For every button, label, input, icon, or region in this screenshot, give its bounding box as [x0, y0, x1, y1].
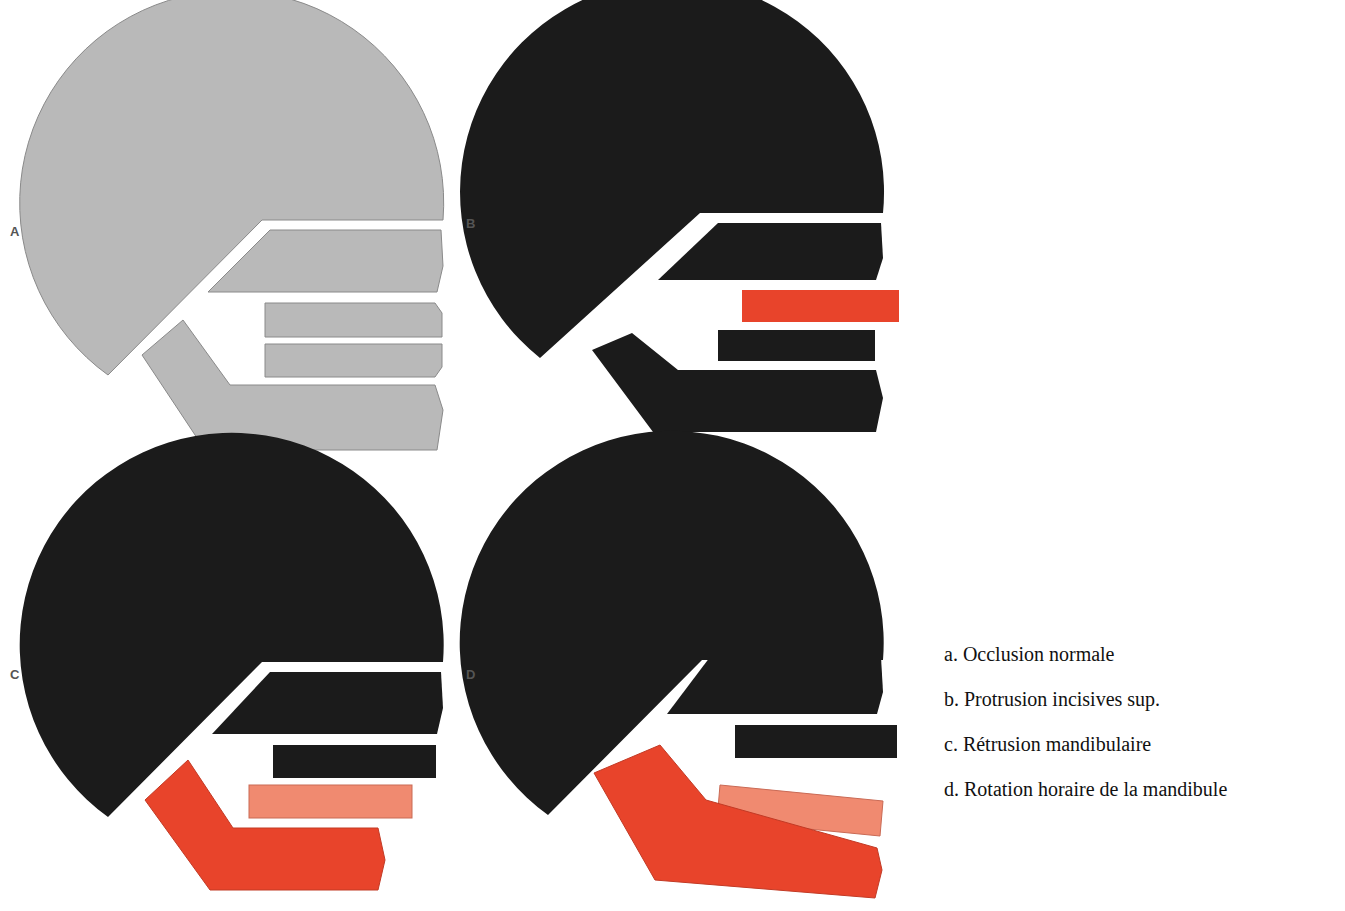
maxilla	[667, 657, 883, 714]
caption-item: d. Rotation horaire de la mandibule	[944, 778, 1227, 801]
cranium	[20, 433, 444, 817]
maxilla	[208, 230, 443, 292]
panel-d	[460, 431, 897, 898]
upper-incisors	[742, 290, 899, 322]
lower-incisors	[265, 344, 442, 377]
cranium	[20, 0, 444, 375]
mandible	[145, 760, 385, 890]
panel-letter: C	[10, 667, 19, 682]
maxilla	[212, 672, 443, 734]
caption-item: b. Protrusion incisives sup.	[944, 688, 1160, 711]
mandible	[142, 320, 443, 450]
upper-incisors	[735, 725, 897, 758]
panel-c	[20, 433, 444, 890]
panel-letter: D	[466, 667, 475, 682]
caption-item: a. Occlusion normale	[944, 643, 1115, 666]
panel-letter: A	[10, 224, 19, 239]
caption-item: c. Rétrusion mandibulaire	[944, 733, 1151, 756]
upper-incisors	[273, 745, 436, 778]
mandible	[592, 333, 883, 432]
lower-incisors	[249, 785, 412, 818]
mandible	[594, 745, 882, 898]
panel-b	[460, 0, 899, 432]
panel-letter: B	[466, 216, 475, 231]
lower-incisors	[718, 330, 875, 361]
upper-incisors	[265, 303, 442, 337]
maxilla	[658, 223, 883, 280]
panel-a	[20, 0, 444, 450]
